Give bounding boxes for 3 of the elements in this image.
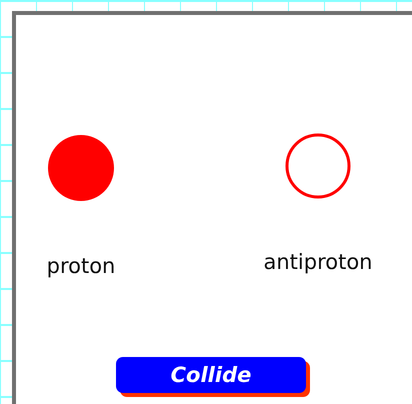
particle-label: antiproton <box>264 250 372 274</box>
particle-label: proton <box>46 254 116 278</box>
collide-button: Collide <box>116 357 306 393</box>
